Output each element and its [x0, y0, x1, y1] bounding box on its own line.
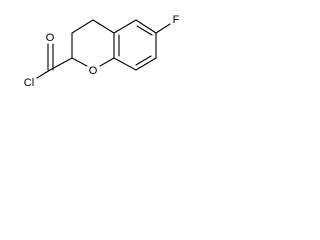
- bond-c2-carbonyl: [49, 57, 73, 71]
- chlorine-label: Cl: [24, 77, 34, 89]
- bond-c2-o1: [71, 57, 88, 67]
- bond-c6-f: [155, 23, 171, 34]
- bond-c5-c6: [135, 19, 157, 34]
- bond-c4a-c5: [113, 19, 137, 34]
- ring-oxygen-label: O: [89, 65, 98, 77]
- pyran-ring: [71, 19, 115, 67]
- bond-o1-c8a: [99, 57, 115, 67]
- bond-carbonyl-cl: [36, 69, 51, 79]
- structure-canvas: F O O Cl: [0, 0, 188, 118]
- bond-c4-c3: [71, 19, 94, 34]
- bond-c8-c8a: [113, 57, 137, 71]
- acyl-chloride-group: [36, 43, 73, 79]
- fluorine-label: F: [173, 14, 180, 26]
- double-bond-c7-c8: [135, 55, 152, 66]
- double-bond-c5-c6: [136, 25, 153, 36]
- carbonyl-oxygen-label: O: [46, 32, 55, 44]
- bond-c4a-c4: [92, 19, 115, 34]
- benzene-ring: [113, 19, 157, 71]
- chemical-structure-diagram: F O O Cl: [24, 14, 180, 89]
- bond-c7-c8: [135, 57, 157, 71]
